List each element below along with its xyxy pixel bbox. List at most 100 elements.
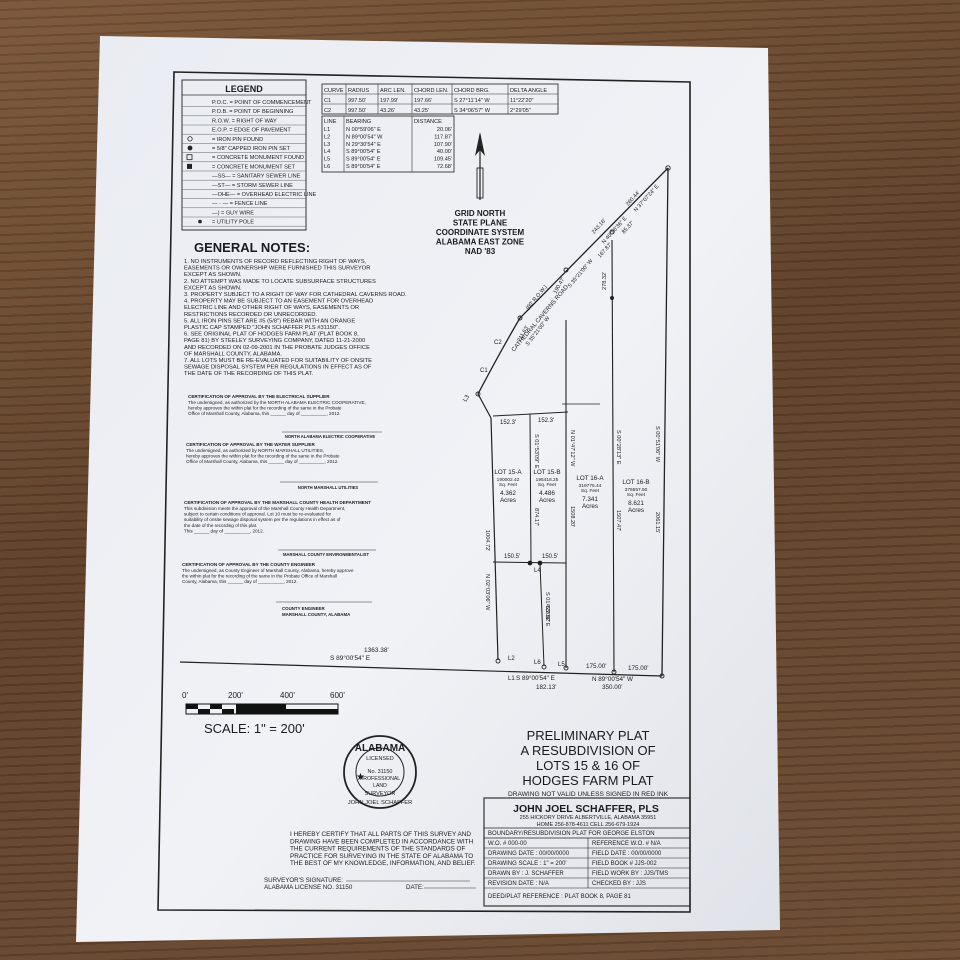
- side-bearing-1: N 02°03'06" W: [484, 574, 490, 611]
- certify-line: THE CURRENT REQUIREMENTS OF THE STANDARD…: [290, 846, 465, 853]
- lot-acres: 7.341: [582, 496, 598, 503]
- plat-boundary: [179, 165, 671, 679]
- general-notes: GENERAL NOTES: 1. NO INSTRUMENTS OF RECO…: [184, 240, 407, 377]
- cert-line: the within plat for the recording of the…: [182, 574, 337, 579]
- line-table-cell: L2: [324, 134, 330, 140]
- legend: LEGEND P.O.C. = POINT OF COMMENCEMENTP.O…: [181, 79, 317, 231]
- curve-table-cell: S 34°06'57" W: [454, 108, 491, 114]
- certificate-engineer: CERTIFICATION OF APPROVAL BY THE COUNTY …: [182, 562, 372, 617]
- line-table-cell: N 89°00'54" W: [346, 134, 383, 140]
- scale-bar: 0' 200' 400' 600' SCALE: 1" = 200': [182, 691, 345, 736]
- side-dist-5: 2061.15': [654, 512, 660, 533]
- curve-table-cell: 997.50': [348, 108, 366, 114]
- cert-health-title: CERTIFICATION OF APPROVAL BY THE MARSHAL…: [184, 500, 371, 505]
- north-label-line: COORDINATE SYSTEM: [436, 228, 525, 237]
- north-arrow-icon: [475, 132, 485, 156]
- title-block-cell: REFERENCE W.O. # N/A: [592, 841, 661, 847]
- surveyor-address: 255 HICKORY DRIVE ALBERTVILLE, ALABAMA 3…: [520, 815, 657, 821]
- certify-line: THE BEST OF MY KNOWLEDGE, INFORMATION, A…: [290, 860, 476, 867]
- title-block-cell: FIELD BOOK # JJS-002: [592, 861, 657, 867]
- legend-item: = CONCRETE MONUMENT FOUND: [212, 155, 304, 161]
- cert-line: Office of Marshall County, Alabama, this…: [186, 459, 339, 464]
- line-table-cell: L1: [324, 127, 330, 133]
- cert-water-signer: NORTH MARSHALL UTILITIES: [298, 485, 359, 490]
- certificate-health: CERTIFICATION OF APPROVAL BY THE MARSHAL…: [184, 500, 376, 557]
- side-dist-3: 1508.20': [569, 506, 575, 527]
- line-l6: L6: [534, 660, 541, 666]
- line-label-l3: L3: [463, 394, 472, 403]
- line-table-cell: S 89°00'54" E: [346, 149, 381, 155]
- side-bearing-5: S 00°51'06" W: [654, 426, 660, 463]
- line-table-cell: 72.68': [437, 164, 452, 170]
- legend-item: —OHE— = OVERHEAD ELECTRIC LINE: [212, 192, 317, 198]
- legend-item: —SS— = SANITARY SEWER LINE: [212, 174, 301, 180]
- side-dist-2: 874.17': [533, 508, 539, 526]
- title-block-cell: DRAWING DATE : 00/00/0000: [488, 851, 570, 857]
- general-note-line: 6. SEE ORIGINAL PLAT OF HODGES FARM PLAT…: [184, 332, 359, 338]
- line-table-header: DISTANCE: [414, 119, 442, 125]
- seal-line2: LAND: [373, 783, 387, 789]
- legend-item: = IRON PIN FOUND: [212, 137, 263, 143]
- title-line-2: A RESUBDIVISION OF: [520, 743, 655, 758]
- certificate-water: CERTIFICATION OF APPROVAL BY THE WATER S…: [186, 442, 378, 490]
- legend-item: = 5/8" CAPPED IRON PIN SET: [212, 146, 291, 152]
- surveyor-seal: ALABAMA LICENSED No. 31150 PROFESSIONAL …: [343, 735, 417, 809]
- line-table-cell: 20.06': [437, 127, 452, 133]
- title-block-cell: DRAWING SCALE : 1" = 200': [488, 861, 567, 867]
- curve-table-cell: 11°22'20": [510, 98, 534, 104]
- seal-line1: PROFESSIONAL: [360, 776, 400, 782]
- title-line-3: LOTS 15 & 16 OF: [536, 758, 640, 773]
- cert-line: subject to certain conditions of approva…: [184, 512, 332, 517]
- line-table-header: BEARING: [346, 119, 371, 125]
- general-note-line: EXCEPT AS SHOWN.: [184, 272, 242, 278]
- line-table-cell: N 29°30'54" E: [346, 142, 381, 148]
- side-dist-4: 1507.47': [615, 510, 621, 531]
- title-block-cell: DRAWN BY : J. SCHAFFER: [488, 871, 564, 877]
- cert-engineer-title: CERTIFICATION OF APPROVAL BY THE COUNTY …: [182, 562, 316, 567]
- cert-line: hereby approves the within plat for the …: [186, 454, 340, 459]
- cert-line: This ______ day of __________, 2012.: [184, 528, 264, 533]
- cert-water-title: CERTIFICATION OF APPROVAL BY THE WATER S…: [186, 442, 315, 447]
- line-l5: L5: [558, 662, 565, 668]
- curve-label-c2: C2: [494, 340, 502, 346]
- line-table-cell: L5: [324, 157, 330, 163]
- cert-line: The undersigned, as authorized by NORTH …: [186, 448, 324, 453]
- cert-electric-title: CERTIFICATION OF APPROVAL BY THE ELECTRI…: [188, 394, 330, 399]
- line-table-cell: S 89°00'54" E: [346, 164, 381, 170]
- general-note-line: SEWAGE DISPOSAL SYSTEM PER REGULATIONS I…: [184, 365, 372, 371]
- paper: [76, 36, 780, 942]
- scale-tick-0: 0': [182, 691, 188, 700]
- scale-tick-600: 600': [330, 691, 345, 700]
- general-note-line: EXCEPT AS SHOWN.: [184, 285, 242, 291]
- cert-line: suitability of onsite sewage disposal sy…: [184, 517, 341, 522]
- side-dist-6: 422.92': [544, 604, 550, 622]
- surveyor-signature-label: SURVEYOR'S SIGNATURE:: [264, 877, 343, 884]
- general-notes-title: GENERAL NOTES:: [194, 240, 310, 255]
- mid-width-2: 150.5': [542, 554, 558, 560]
- certify-line: PRACTICE FOR SURVEYING IN THE STATE OF A…: [290, 853, 473, 860]
- top-width-2: 152.3': [538, 418, 554, 424]
- lot-acres-unit: Acres: [582, 503, 598, 510]
- surveyor-certification: I HEREBY CERTIFY THAT ALL PARTS OF THIS …: [264, 831, 476, 891]
- curve-table-cell: S 27°11'14" W: [454, 98, 490, 104]
- title-block-cell: FIELD WORK BY : JJS/TMS: [592, 871, 668, 877]
- general-note-line: AND RECORDED ON 02-09-2001 IN THE PROBAT…: [184, 345, 370, 351]
- curve-table-header: CHORD LEN.: [414, 88, 449, 94]
- general-note-line: 2. NO ATTEMPT WAS MADE TO LOCATE SUBSURF…: [184, 279, 376, 285]
- seal-number: No. 31150: [368, 769, 393, 775]
- monument-set-icon: [187, 163, 192, 169]
- curve-label-c1: C1: [480, 368, 488, 374]
- general-note-line: 3. PROPERTY SUBJECT TO A RIGHT OF WAY FO…: [184, 292, 407, 298]
- scale-tick-400: 400': [280, 691, 295, 700]
- star-icon: ★: [356, 772, 365, 783]
- utility-pole-icon: [198, 219, 202, 224]
- iron-pin-found-icon: [187, 136, 193, 142]
- curve-table-header: CHORD BRG.: [454, 88, 490, 94]
- lot-acres-unit: Acres: [628, 507, 644, 514]
- cert-engineer-signer2: MARSHALL COUNTY, ALABAMA: [282, 612, 351, 617]
- title-block-cell: CHECKED BY : JJS: [592, 881, 646, 887]
- line-l1: L1: [508, 676, 515, 682]
- lot-acres: 4.362: [500, 490, 516, 497]
- lot-name: LOT 15-A: [494, 469, 522, 476]
